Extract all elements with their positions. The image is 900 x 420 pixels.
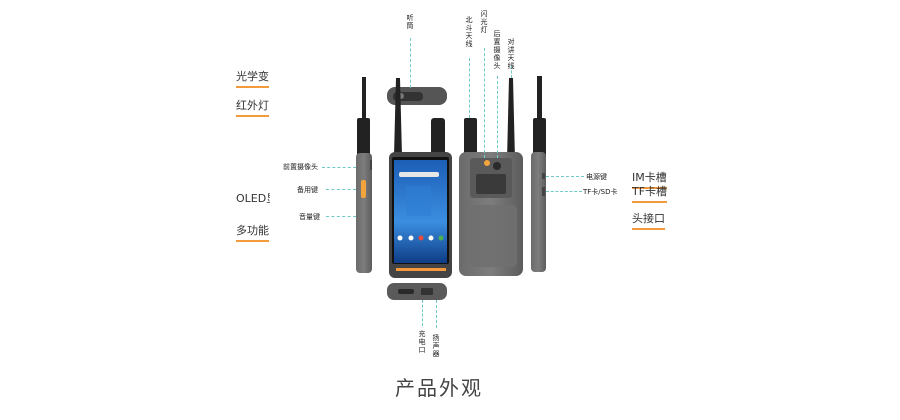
- callout-earpiece: 听筒: [406, 14, 414, 30]
- leader-volume-key: [326, 216, 356, 217]
- label-multifunction: 多功能: [236, 222, 269, 242]
- label-headphone-port: 头接口: [632, 210, 665, 230]
- leader-rear-camera: [497, 76, 498, 158]
- right-side-view: [531, 76, 546, 272]
- callout-backup-key: 备用键: [297, 186, 318, 194]
- callout-front-camera: 前置摄像头: [283, 163, 318, 171]
- label-optical-zoom: 光学变: [236, 68, 269, 88]
- page-caption: 产品外观: [395, 376, 483, 400]
- leader-front-camera: [322, 167, 356, 168]
- leader-tf-sd: [546, 191, 582, 192]
- bottom-view: [387, 283, 447, 300]
- callout-rear-camera: 后置摄像头: [493, 30, 501, 70]
- left-side-view: [356, 77, 372, 273]
- label-sim-slot: IM卡槽: [632, 169, 667, 189]
- callout-volume-key: 音量键: [299, 213, 320, 221]
- callout-power-key: 电源键: [586, 173, 607, 181]
- label-oled-display: OLED显: [236, 190, 270, 206]
- leader-beidou: [469, 58, 470, 118]
- label-infrared-light: 红外灯: [236, 97, 269, 117]
- callout-beidou-antenna: 北斗天线: [465, 16, 473, 48]
- callout-speaker: 扬声器: [432, 334, 440, 358]
- leader-flash: [484, 48, 485, 158]
- front-view: [389, 78, 452, 278]
- leader-ptt-antenna: [511, 66, 512, 78]
- leader-speaker: [436, 300, 437, 328]
- callout-ptt-antenna: 对讲天线: [507, 38, 515, 70]
- leader-backup-key: [326, 189, 356, 190]
- back-view: [459, 78, 523, 276]
- label-tf-slot: TF卡槽: [632, 183, 668, 203]
- leader-earpiece: [410, 38, 411, 88]
- leader-charging: [422, 300, 423, 326]
- callout-charging-port: 充电口: [418, 330, 426, 354]
- leader-power-key: [546, 176, 584, 177]
- callout-tf-sd: TF卡/SD卡: [583, 188, 618, 196]
- callout-flash: 闪光灯: [480, 10, 488, 34]
